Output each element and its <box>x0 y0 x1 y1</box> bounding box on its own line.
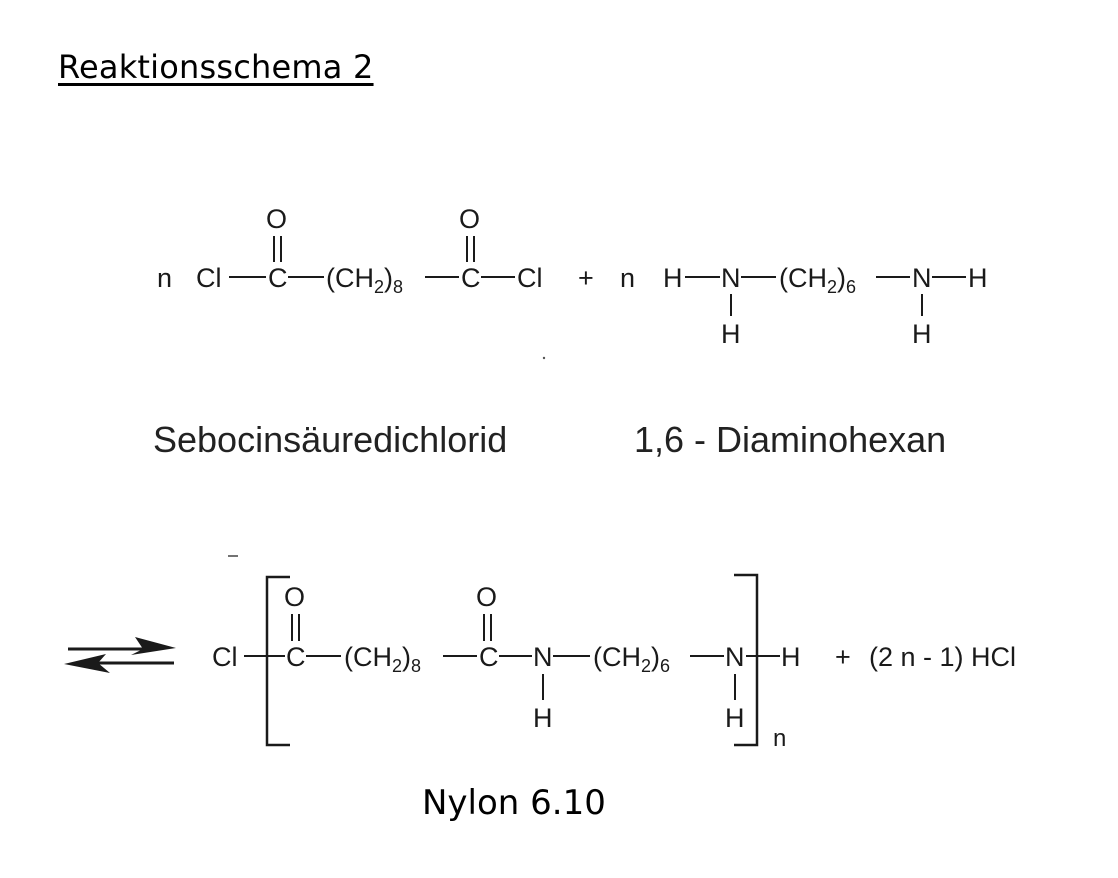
reactant2-hydrogen-n2: H <box>912 319 932 349</box>
product-chain-1: (CH2)8 <box>344 642 421 676</box>
reactant2-chain: (CH2)6 <box>779 263 856 297</box>
product-hydrogen-n2: H <box>725 703 745 733</box>
reactant-diamine: n H N H (CH2)6 N H H <box>620 263 988 349</box>
reactant1-oxygen-2: O <box>459 204 480 234</box>
reactant2-hydrogen-left: H <box>663 263 683 293</box>
reactant2-name: 1,6 - Diaminohexan <box>634 419 947 460</box>
reactant2-nitrogen-1: N <box>721 263 741 293</box>
reactant1-name: Sebocinsäuredichlorid <box>153 419 508 460</box>
reactant1-chlorine-right: Cl <box>517 263 543 293</box>
reactant-acid-chloride: n Cl C O (CH2)8 C O Cl <box>157 204 543 297</box>
reactant2-nitrogen-2: N <box>912 263 932 293</box>
repeat-unit-index: n <box>773 725 786 752</box>
product-oxygen-2: O <box>476 582 497 612</box>
product-nitrogen-2: N <box>725 642 745 672</box>
product-structure: Cl C O (CH2)8 C O N H (CH2)6 N H n H + (… <box>212 573 1016 752</box>
scheme-title: Reaktionsschema 2 <box>58 48 374 86</box>
product-carbon-1: C <box>286 642 306 672</box>
product-carbon-2: C <box>479 642 499 672</box>
product-hydrogen-end: H <box>781 642 801 672</box>
product-nitrogen-1: N <box>533 642 553 672</box>
reactant2-hydrogen-right: H <box>968 263 988 293</box>
equilibrium-arrows-icon <box>64 637 176 673</box>
reactants-plus-sign: + <box>578 263 594 293</box>
reactant2-coefficient: n <box>620 263 635 293</box>
reactant1-coefficient: n <box>157 263 172 293</box>
reactant1-chlorine-left: Cl <box>196 263 222 293</box>
left-bracket <box>265 575 290 747</box>
reactant1-chain: (CH2)8 <box>326 263 403 297</box>
reactant2-hydrogen-n1: H <box>721 319 741 349</box>
reactant1-oxygen-1: O <box>266 204 287 234</box>
byproduct-hcl: (2 n - 1) HCl <box>869 642 1016 672</box>
right-bracket <box>734 573 759 747</box>
product-name: Nylon 6.10 <box>422 783 606 823</box>
product-plus-sign: + <box>835 642 851 672</box>
product-chain-2: (CH2)6 <box>593 642 670 676</box>
product-hydrogen-n1: H <box>533 703 553 733</box>
reactant1-carbon-2: C <box>461 263 481 293</box>
product-chlorine: Cl <box>212 642 238 672</box>
reactant1-carbon-1: C <box>268 263 288 293</box>
product-oxygen-1: O <box>284 582 305 612</box>
